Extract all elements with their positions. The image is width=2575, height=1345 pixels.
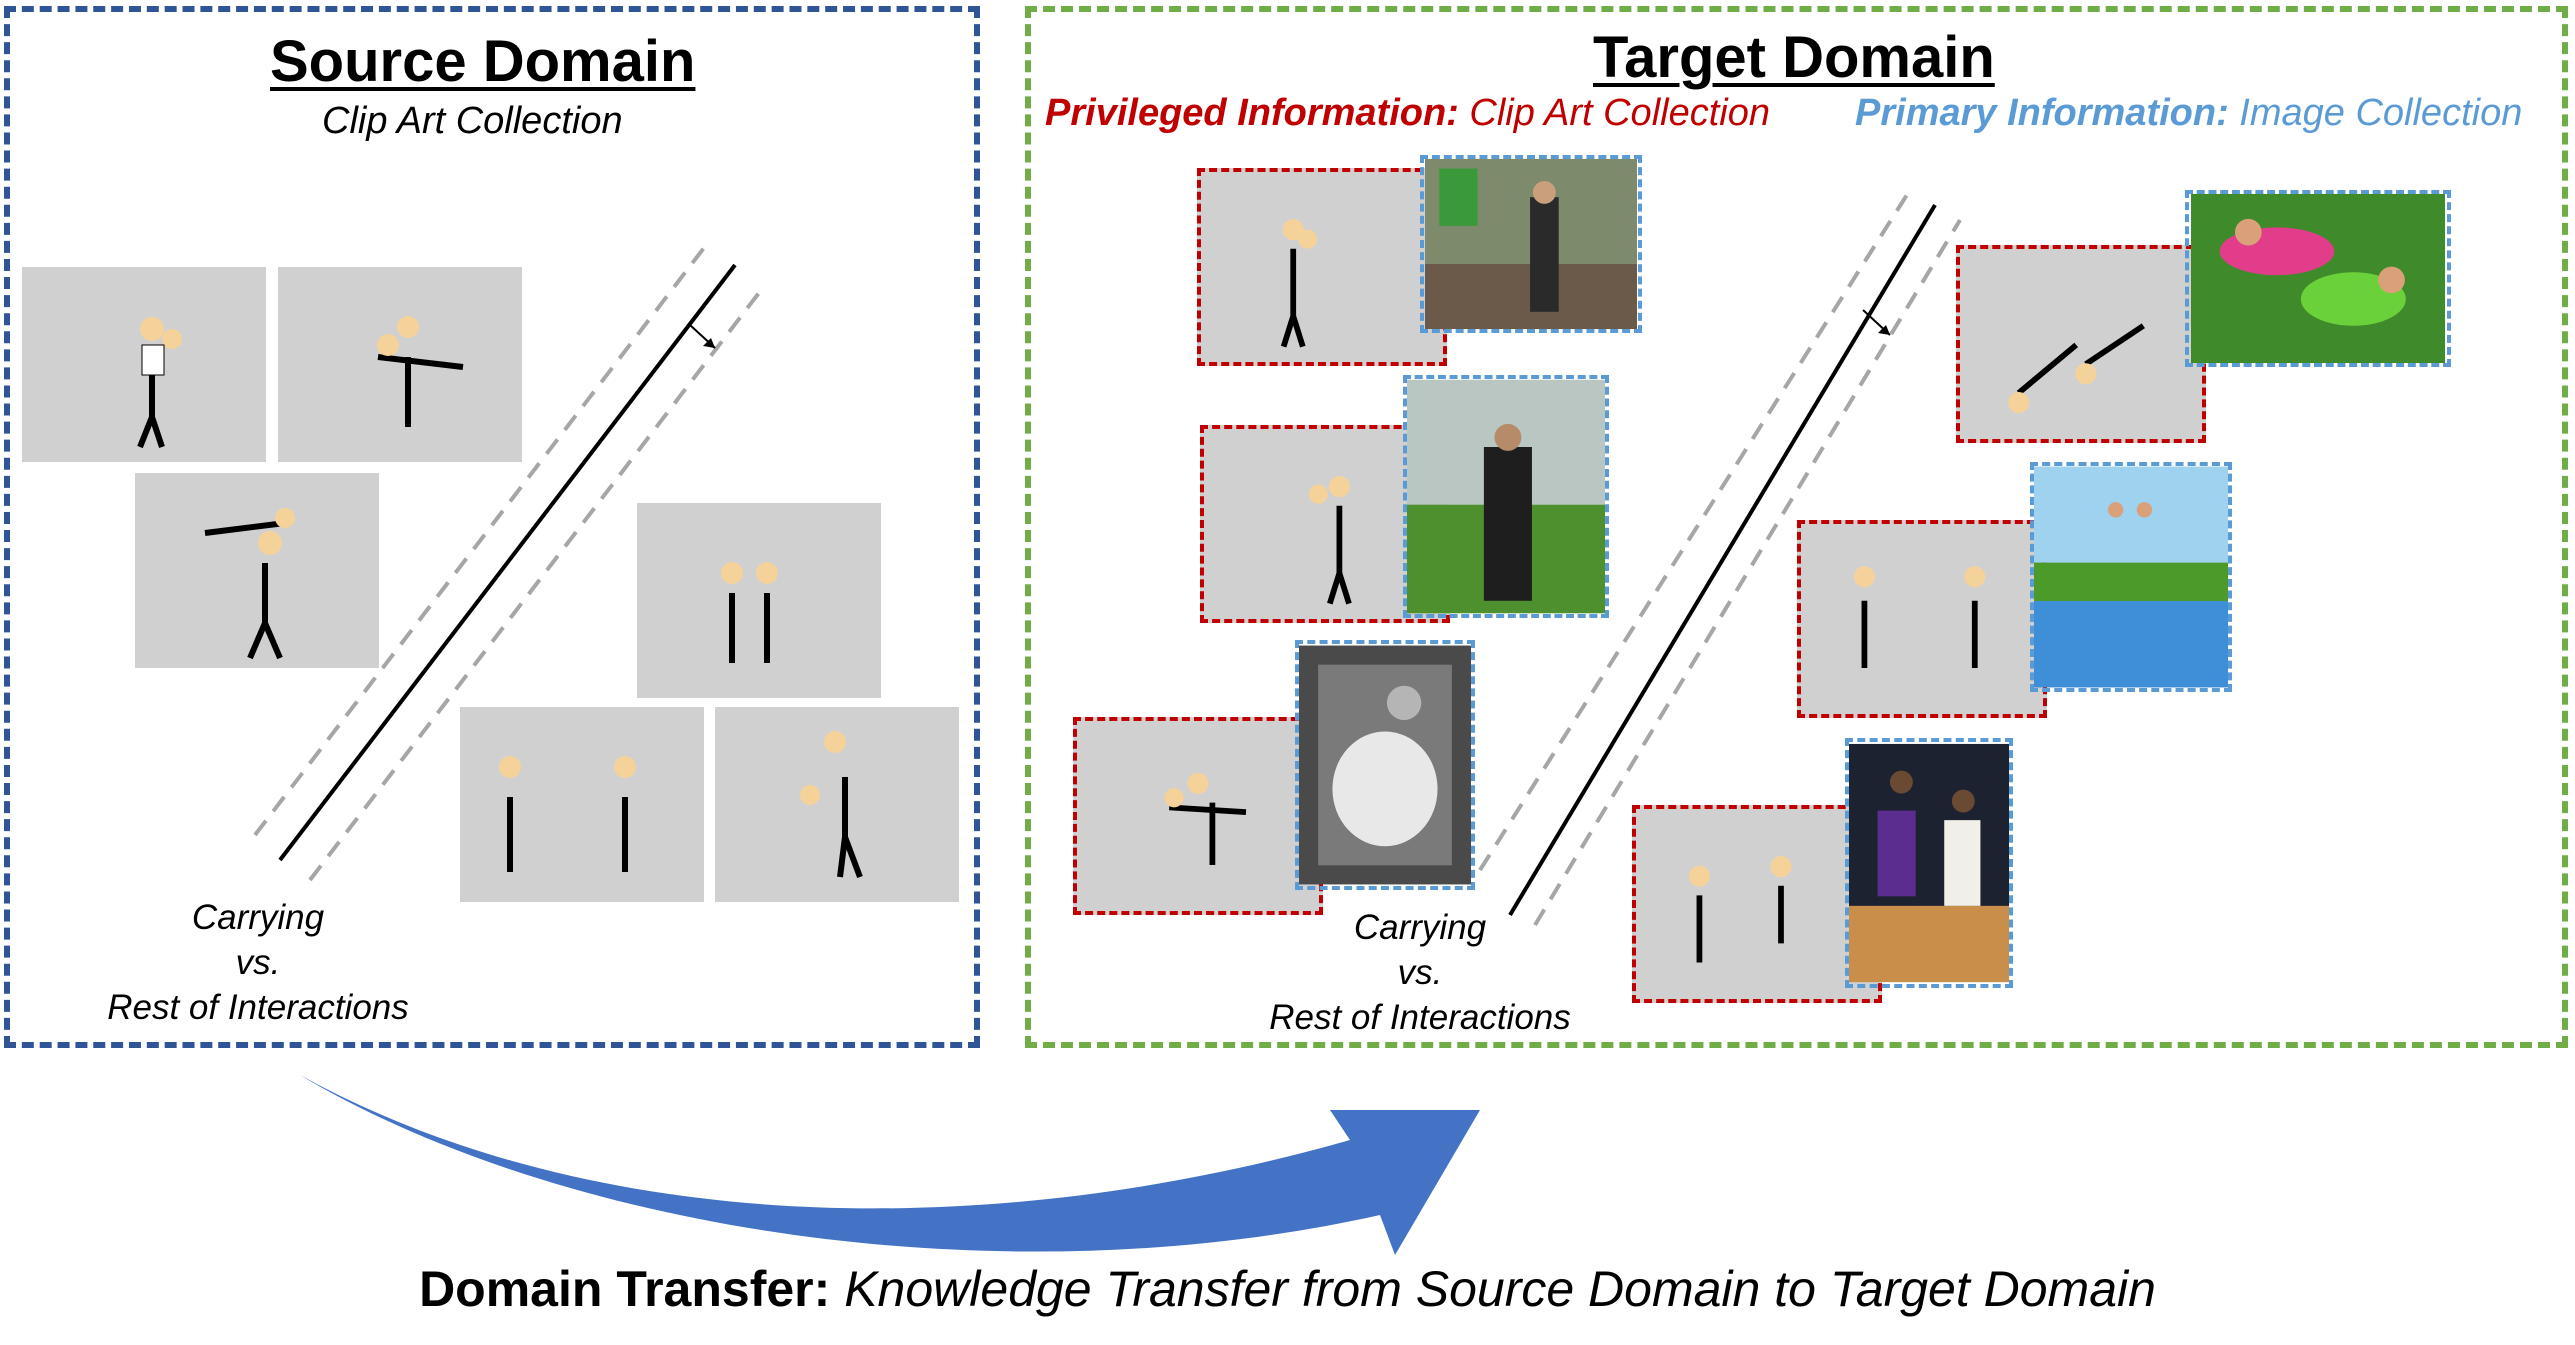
- target-clipart-other-3: [1632, 805, 1882, 1003]
- clipart-other-2: [460, 707, 704, 902]
- source-margin-line-right: [308, 283, 767, 882]
- target-margin-line-left: [1478, 188, 1912, 872]
- source-domain-panel: [4, 6, 980, 1048]
- target-margin-line-right: [1533, 218, 1962, 927]
- privileged-information-key: Privileged Information:: [1045, 92, 1459, 134]
- target-clipart-other-2: [1797, 520, 2047, 718]
- target-label-line-3: Rest of Interactions: [1269, 998, 1571, 1037]
- target-clipart-other-1: [1956, 245, 2206, 443]
- primary-information-value: Image Collection: [2239, 92, 2523, 134]
- target-clipart-carry-3: [1073, 717, 1323, 915]
- source-domain-title: Source Domain: [270, 29, 696, 94]
- source-label-line-1: Carrying: [191, 898, 325, 937]
- clipart-other-3: [715, 707, 959, 902]
- clipart-other-1: [637, 503, 881, 698]
- privileged-information-label: Privileged Information: Clip Art Collect…: [1045, 92, 1770, 135]
- target-label-line-1: Carrying: [1353, 908, 1487, 947]
- clipart-carry-1: [22, 267, 266, 462]
- target-decision-boundary: [1508, 203, 1937, 917]
- privileged-information-value: Clip Art Collection: [1469, 92, 1770, 134]
- target-normal-arrowhead: [1878, 325, 1890, 335]
- target-label-line-2: vs.: [1397, 953, 1443, 992]
- primary-information-label: Primary Information: Image Collection: [1855, 92, 2522, 135]
- domain-transfer-arrow: [300, 1075, 1480, 1255]
- target-photo-other-2: [2030, 462, 2232, 692]
- target-class-label: Carrying vs. Rest of Interactions: [1250, 905, 1590, 1040]
- source-normal-arrowhead: [703, 338, 715, 348]
- target-domain-panel: [1025, 6, 2568, 1048]
- target-photo-carry-2: [1403, 375, 1609, 618]
- source-margin-line-left: [253, 238, 712, 837]
- primary-information-key: Primary Information:: [1855, 92, 2229, 134]
- source-label-line-3: Rest of Interactions: [107, 988, 409, 1027]
- source-domain-subtitle: Clip Art Collection: [322, 100, 623, 142]
- clipart-carry-2: [278, 267, 522, 462]
- source-decision-boundary: [278, 263, 737, 862]
- target-photo-other-3: [1845, 738, 2013, 988]
- source-class-label: Carrying vs. Rest of Interactions: [88, 895, 428, 1030]
- domain-transfer-caption: Domain Transfer: Knowledge Transfer from…: [0, 1260, 2575, 1318]
- clipart-carry-3: [135, 473, 379, 668]
- target-photo-other-1: [2185, 190, 2451, 367]
- caption-italic: Knowledge Transfer from Source Domain to…: [844, 1261, 2156, 1317]
- target-photo-carry-3: [1295, 640, 1475, 890]
- source-label-line-2: vs.: [235, 943, 281, 982]
- target-domain-title: Target Domain: [1593, 25, 1995, 90]
- caption-bold: Domain Transfer:: [419, 1261, 831, 1317]
- target-clipart-carry-1: [1197, 168, 1447, 366]
- target-photo-carry-1: [1420, 155, 1642, 333]
